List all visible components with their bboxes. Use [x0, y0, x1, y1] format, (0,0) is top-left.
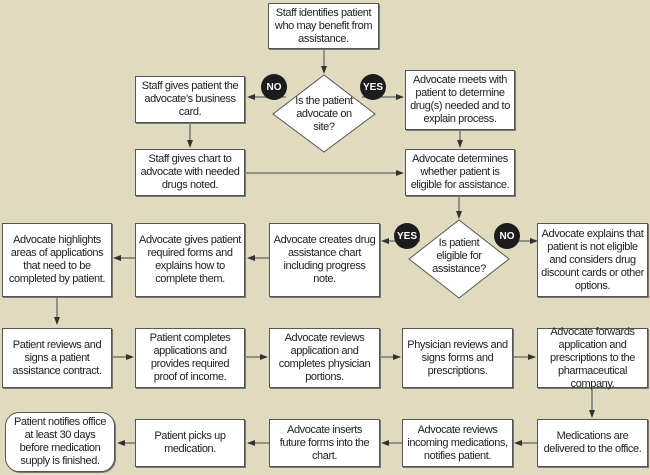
yes-badge: YES — [394, 223, 420, 249]
decision-eligible: Is patient eligible for assistance? — [432, 236, 486, 275]
step-advocate-meets: Advocate meets with patient to determine… — [405, 70, 515, 130]
decision-advocate-on-site: Is the patient advocate on site? — [295, 94, 353, 133]
step-advocate-explains: Advocate explains that patient is not el… — [537, 223, 648, 297]
step-advocate-reviews-application: Advocate reviews application and complet… — [269, 328, 380, 388]
no-badge: NO — [261, 74, 287, 100]
step-advocate-creates: Advocate creates drug assistance chart i… — [269, 223, 380, 297]
step-advocate-inserts: Advocate inserts future forms into the c… — [269, 419, 380, 467]
step-advocate-reviews-medications: Advocate reviews incoming medications, n… — [402, 419, 513, 467]
step-staff-identifies: Staff identifies patient who may benefit… — [268, 3, 379, 49]
decision-diamond-eligible — [408, 219, 510, 299]
step-medications-delivered: Medications are delivered to the office. — [537, 419, 648, 467]
end-patient-notifies: Patient notifies office at least 30 days… — [5, 412, 115, 472]
step-patient-completes: Patient completes applications and provi… — [135, 328, 245, 388]
step-advocate-determines: Advocate determines whether patient is e… — [405, 149, 515, 196]
step-advocate-forwards: Advocate forwards application and prescr… — [537, 326, 648, 390]
decision-diamond-advocate — [272, 74, 376, 153]
step-patient-reviews: Patient reviews and signs a patient assi… — [2, 328, 112, 388]
step-staff-gives-card: Staff gives patient the advocate’s busin… — [135, 76, 245, 123]
step-staff-gives-chart: Staff gives chart to advocate with neede… — [135, 149, 245, 196]
step-advocate-gives: Advocate gives patient required forms an… — [135, 223, 245, 297]
step-patient-picks-up: Patient picks up medication. — [135, 419, 245, 467]
step-advocate-highlights: Advocate highlights areas of application… — [2, 223, 112, 297]
step-physician-reviews: Physician reviews and signs forms and pr… — [402, 328, 513, 388]
yes-badge: YES — [360, 74, 386, 100]
no-badge: NO — [494, 223, 520, 249]
